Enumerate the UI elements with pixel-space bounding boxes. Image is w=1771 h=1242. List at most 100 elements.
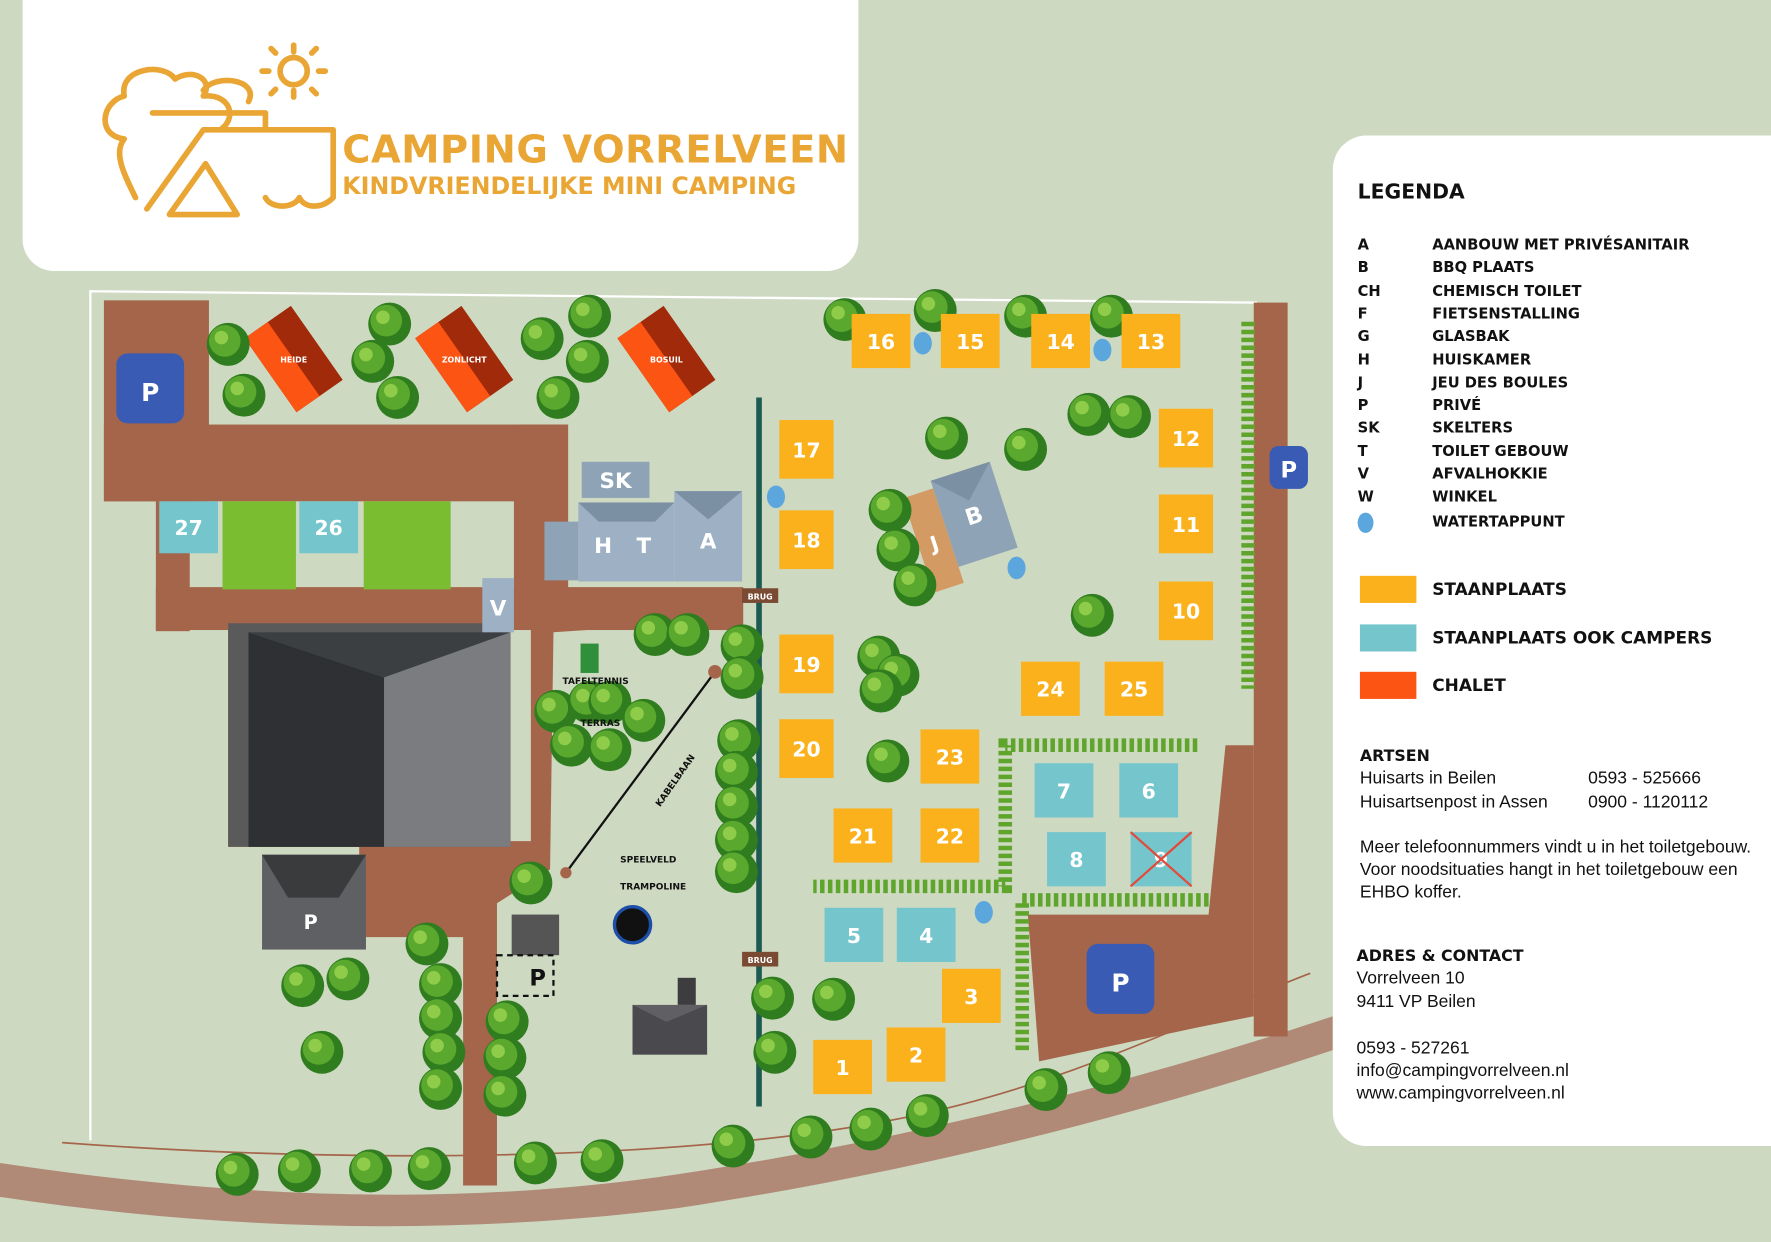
legend-key: H: [1357, 351, 1370, 369]
tree-icon: [859, 669, 903, 713]
paths: [103, 300, 1288, 1186]
pitch-13[interactable]: 13: [1121, 313, 1181, 369]
sk-h-t-a-buildings: [482, 461, 743, 633]
pitch-number: 19: [792, 653, 820, 677]
pitch-4[interactable]: 4: [896, 907, 956, 962]
chalet-zonlicht[interactable]: ZONLICHT: [415, 305, 514, 413]
tree-icon: [714, 750, 758, 794]
tree-icon: [580, 1139, 624, 1183]
pitch-25[interactable]: 25: [1104, 661, 1164, 716]
pitch-6[interactable]: 6: [1119, 763, 1179, 818]
parking-label: P: [141, 378, 159, 407]
contact-city: 9411 VP Beilen: [1356, 992, 1476, 1012]
tree-icon: [407, 1147, 451, 1191]
tree-icon: [720, 624, 764, 668]
cable-way: [564, 671, 716, 874]
pitch-1[interactable]: 1: [813, 1039, 872, 1095]
pitch-number: 24: [1036, 678, 1064, 702]
pitch-24[interactable]: 24: [1021, 661, 1080, 716]
tree-icon: [281, 964, 325, 1008]
pitch-11[interactable]: 11: [1158, 494, 1214, 554]
pitch-16[interactable]: 16: [851, 313, 911, 369]
legend-key: J: [1357, 374, 1364, 392]
legend-label: GLASBAK: [1432, 328, 1510, 346]
doctor-phone: 0593 - 525666: [1588, 768, 1702, 789]
pitch-17[interactable]: 17: [779, 420, 834, 479]
pitch-number: 1: [836, 1056, 850, 1080]
tree-icon: [622, 698, 666, 742]
pitch-number: 5: [847, 924, 861, 948]
water-drop-icon: [1357, 512, 1433, 533]
pitch-number: 14: [1046, 330, 1074, 354]
tree-icon: [812, 977, 856, 1021]
pitch-3[interactable]: 3: [942, 968, 1001, 1023]
doctor-name: Huisarts in Beilen: [1359, 768, 1497, 789]
pitch-21[interactable]: 21: [833, 808, 893, 863]
contact-phone: 0593 - 527261: [1356, 1038, 1470, 1058]
tree-icon: [536, 375, 580, 419]
pitch-18[interactable]: 18: [779, 510, 834, 570]
tree-icon: [222, 373, 266, 417]
pitch-number: 23: [936, 745, 964, 769]
tree-icon: [717, 719, 761, 763]
pitch-15[interactable]: 15: [940, 313, 1000, 369]
pitch-7[interactable]: 7: [1034, 763, 1094, 818]
tree-icon: [326, 957, 370, 1001]
chalet-bosuil[interactable]: BOSUIL: [617, 305, 716, 413]
legend-label: SKELTERS: [1432, 420, 1514, 438]
main-building: [228, 623, 511, 847]
pitch-8[interactable]: 8: [1047, 832, 1106, 887]
tree-icon: [351, 339, 395, 383]
tree-icon: [485, 1000, 529, 1044]
tree-icon: [905, 1094, 949, 1138]
legend-key: A: [1357, 237, 1370, 255]
building-sk-label: SK: [600, 469, 633, 494]
pitch-number: 2: [909, 1043, 923, 1067]
speelveld-label: SPEELVELD: [620, 856, 677, 866]
pitch-27[interactable]: 27: [159, 501, 218, 554]
pitch-19[interactable]: 19: [779, 634, 834, 694]
tree-icon: [588, 728, 632, 772]
pitch-22[interactable]: 22: [920, 808, 980, 863]
tree-icon: [714, 784, 758, 828]
pitch-number: 3: [964, 985, 978, 1009]
tree-icon: [534, 689, 578, 733]
tree-icon: [925, 416, 968, 460]
pitch-2[interactable]: 2: [886, 1027, 946, 1082]
legend-swatch: [1359, 623, 1417, 651]
tree-icon: [520, 317, 564, 361]
terras-label: TERRAS: [581, 719, 621, 729]
pitch-23[interactable]: 23: [920, 729, 980, 784]
artsen-title: ARTSEN: [1359, 747, 1430, 766]
tree-icon: [1024, 1068, 1068, 1112]
legend-label: PRIVÉ: [1432, 397, 1482, 415]
pitch-5[interactable]: 5: [824, 907, 884, 962]
pitch-14[interactable]: 14: [1031, 313, 1090, 369]
legend-key: SK: [1357, 420, 1380, 438]
tree-icon: [215, 1152, 259, 1196]
legend-key: T: [1357, 443, 1368, 461]
pitch-10[interactable]: 10: [1158, 581, 1214, 641]
building-p-label: P: [304, 911, 318, 934]
tree-icon: [483, 1073, 527, 1117]
pitch-number: 17: [792, 438, 820, 462]
tree-icon: [1087, 1051, 1131, 1095]
legend-key: W: [1357, 489, 1374, 507]
contact-website-link[interactable]: www.campingvorrelveen.nl: [1356, 1083, 1565, 1104]
legend-title: LEGENDA: [1357, 180, 1465, 205]
tree-icon: [483, 1036, 527, 1080]
legend-color-label: STAANPLAATS: [1432, 579, 1567, 600]
legend-key: B: [1357, 260, 1369, 277]
pitch-12[interactable]: 12: [1158, 408, 1214, 468]
legend-key: F: [1357, 305, 1368, 323]
tree-icon: [666, 613, 710, 657]
pitch-number: 27: [174, 516, 202, 540]
pitch-20[interactable]: 20: [779, 719, 834, 778]
pitch-26[interactable]: 26: [299, 501, 359, 554]
legend-label: HUISKAMER: [1432, 351, 1532, 369]
kabelbaan-label: KABELBAAN: [654, 753, 697, 809]
pitch-number: 22: [936, 824, 964, 848]
camping-title: CAMPING VORRELVEEN: [342, 127, 849, 173]
contact-email-link[interactable]: info@campingvorrelveen.nl: [1356, 1061, 1569, 1081]
chalet-heide[interactable]: HEIDE: [244, 305, 343, 413]
